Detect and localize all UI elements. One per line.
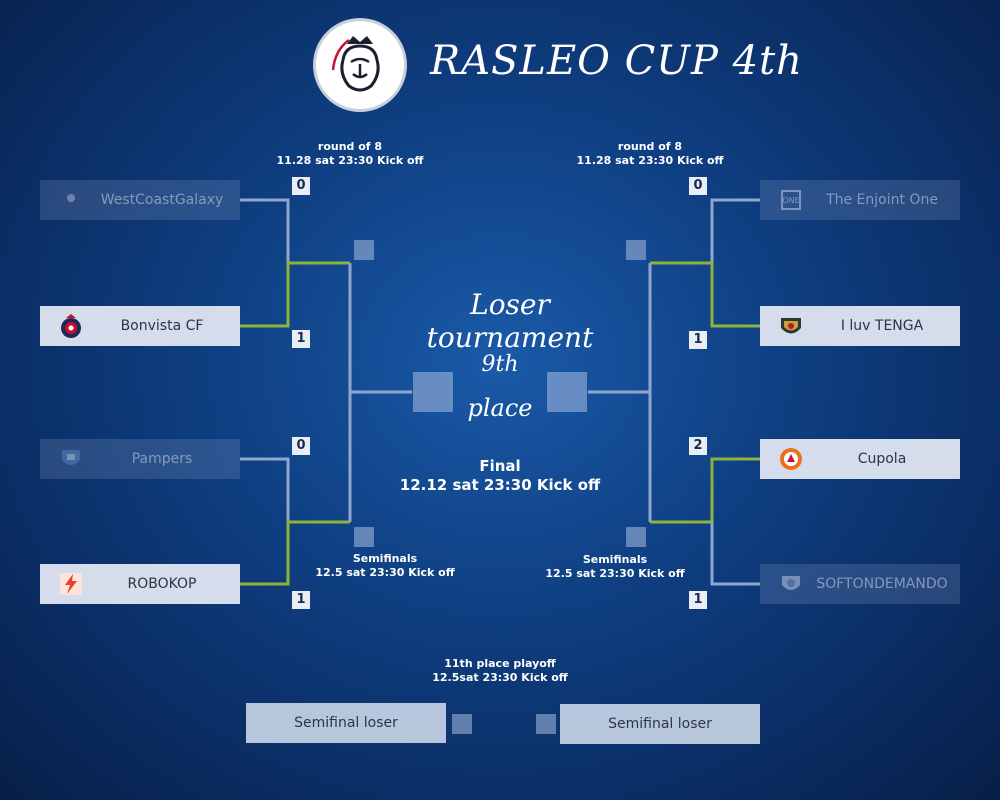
left-semi-bottom-score-box (354, 527, 374, 547)
bracket-line-right-1 (710, 198, 760, 263)
final-time: 12.12 sat 23:30 Kick off (399, 476, 601, 494)
tournament-title: RASLEO CUP 4th (430, 38, 803, 84)
team-name: I luv TENGA (840, 318, 924, 334)
lightning-crest-icon (58, 571, 84, 597)
playoff-time: 12.5sat 23:30 Kick off (432, 671, 568, 684)
bracket-line-left-4 (240, 520, 350, 586)
score-softondemando: 1 (689, 591, 707, 609)
left-round-title: round of 8 (317, 140, 383, 153)
team-westcoastgalaxy[interactable]: WestCoastGalaxy (40, 180, 240, 220)
right-semi-bottom-score-box (626, 527, 646, 547)
score-i-luv-tenga: 1 (689, 331, 707, 349)
left-semifinal-title: Semifinals (352, 552, 418, 565)
loser-tournament-heading: Loser tournament (426, 288, 594, 354)
team-name: Pampers (131, 451, 193, 467)
ninth-place-label: 9th (481, 352, 519, 377)
team-the-enjoint-one[interactable]: ONE The Enjoint One (760, 180, 960, 220)
team-cupola[interactable]: Cupola (760, 439, 960, 479)
score-westcoastgalaxy: 0 (292, 177, 310, 195)
right-round-title: round of 8 (617, 140, 683, 153)
final-left-slot (413, 372, 453, 412)
galaxy-crest-icon (58, 187, 84, 213)
playoff-title: 11th place playoff (444, 657, 556, 670)
team-robokop[interactable]: ROBOKOP (40, 564, 240, 604)
final-right-slot (547, 372, 587, 412)
score-pampers: 0 (292, 437, 310, 455)
left-round-time: 11.28 sat 23:30 Kick off (276, 154, 424, 167)
right-semi-top-score-box (626, 240, 646, 260)
team-bonvista-cf[interactable]: Bonvista CF (40, 306, 240, 346)
bracket-line-right-4 (710, 522, 760, 586)
left-semifinal-info: Semifinals 12.5 sat 23:30 Kick off (310, 552, 460, 580)
playoff-right-score-box (536, 714, 556, 734)
right-semifinal-time: 12.5 sat 23:30 Kick off (545, 567, 685, 580)
score-cupola: 2 (689, 437, 707, 455)
bracket-line-left-3 (240, 457, 290, 522)
svg-text:ONE: ONE (782, 196, 799, 205)
bracket-line-left-2 (240, 261, 350, 328)
team-name: Bonvista CF (120, 318, 204, 334)
final-title: Final (479, 457, 521, 475)
left-round-of-8-info: round of 8 11.28 sat 23:30 Kick off (270, 140, 430, 168)
bonvista-crest-icon (58, 313, 84, 339)
lion-crown-icon (331, 36, 380, 92)
cup-logo (313, 18, 407, 112)
right-round-time: 11.28 sat 23:30 Kick off (576, 154, 724, 167)
team-name: ROBOKOP (127, 576, 197, 592)
place-label: place (467, 394, 533, 422)
bracket-line-right-3 (650, 457, 760, 524)
score-robokop: 1 (292, 591, 310, 609)
left-semifinal-time: 12.5 sat 23:30 Kick off (315, 566, 455, 579)
team-name: WestCoastGalaxy (100, 192, 224, 208)
playoff-left-score-box (452, 714, 472, 734)
team-name: The Enjoint One (826, 192, 938, 208)
team-softondemando[interactable]: SOFTONDEMANDO (760, 564, 960, 604)
tenga-crest-icon (778, 313, 804, 339)
team-name: Cupola (857, 451, 907, 467)
left-semi-top-score-box (354, 240, 374, 260)
right-semifinal-title: Semifinals (582, 553, 648, 566)
softondemando-crest-icon (778, 571, 804, 597)
enjoint-crest-icon: ONE (778, 187, 804, 213)
cupola-crest-icon (778, 446, 804, 472)
playoff-slot-left[interactable]: Semifinal loser (246, 703, 446, 743)
team-i-luv-tenga[interactable]: I luv TENGA (760, 306, 960, 346)
pampers-crest-icon (58, 446, 84, 472)
playoff-slot-right[interactable]: Semifinal loser (560, 704, 760, 744)
right-semifinal-info: Semifinals 12.5 sat 23:30 Kick off (540, 553, 690, 581)
score-bonvista-cf: 1 (292, 330, 310, 348)
final-info: Final 12.12 sat 23:30 Kick off (385, 457, 615, 495)
team-name: SOFTONDEMANDO (816, 576, 948, 592)
bracket-line-left-1 (240, 198, 290, 263)
right-round-of-8-info: round of 8 11.28 sat 23:30 Kick off (570, 140, 730, 168)
team-pampers[interactable]: Pampers (40, 439, 240, 479)
playoff-info: 11th place playoff 12.5sat 23:30 Kick of… (410, 657, 590, 685)
bracket-line-right-2 (650, 261, 760, 328)
score-the-enjoint-one: 0 (689, 177, 707, 195)
